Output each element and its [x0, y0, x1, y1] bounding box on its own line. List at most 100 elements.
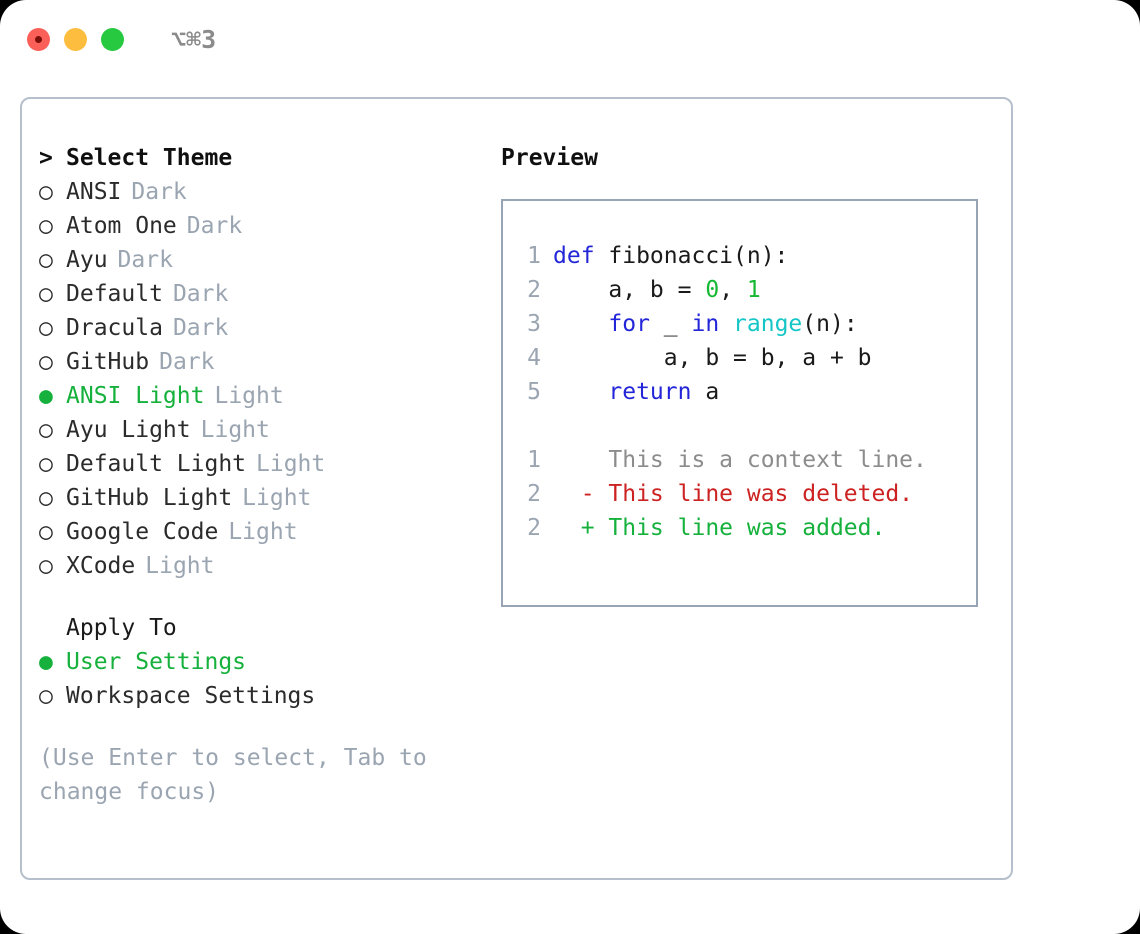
radio-unselected-icon[interactable]: ○	[39, 519, 53, 545]
theme-list-item[interactable]: ○ Default Dark	[39, 277, 489, 311]
theme-kind-badge: Dark	[159, 349, 215, 375]
code-token	[553, 311, 608, 337]
diff-line: 2 + This line was added.	[517, 511, 970, 545]
radio-unselected-icon[interactable]: ○	[39, 281, 53, 307]
code-token	[719, 311, 733, 337]
line-number: 1	[527, 447, 541, 473]
theme-name-label: ANSI	[66, 179, 122, 205]
theme-list-item[interactable]: ○ Atom One Dark	[39, 209, 489, 243]
close-button[interactable]	[27, 27, 50, 51]
line-number: 2	[527, 515, 541, 541]
line-number: 5	[527, 379, 541, 405]
diff-line-text: This is a context line.	[553, 447, 927, 473]
code-token: 1	[746, 277, 761, 303]
code-token: range	[733, 311, 803, 337]
code-token: 0	[705, 277, 720, 303]
diff-line: 2 - This line was deleted.	[517, 477, 970, 511]
code-token: for	[608, 311, 650, 337]
radio-unselected-icon[interactable]: ○	[39, 485, 53, 511]
code-line: 5 return a	[517, 375, 970, 409]
code-line: 2 a, b = 0, 1	[517, 273, 970, 307]
radio-unselected-icon[interactable]: ○	[39, 417, 53, 443]
apply-to-option[interactable]: ○ Workspace Settings	[39, 679, 489, 713]
maximize-button[interactable]	[101, 27, 124, 51]
line-number: 2	[527, 481, 541, 507]
code-token: a, b = b, a + b	[553, 345, 872, 371]
theme-name-label: XCode	[66, 553, 136, 579]
theme-name-label: Default Light	[66, 451, 247, 477]
diff-line-text: + This line was added.	[553, 515, 886, 541]
theme-list-item[interactable]: ○ Ayu Light Light	[39, 413, 489, 447]
theme-kind-badge: Dark	[172, 281, 229, 307]
code-line: 3 for _ in range(n):	[517, 307, 970, 341]
theme-list-item[interactable]: ○ Default Light Light	[39, 447, 489, 481]
caret-icon: >	[39, 145, 53, 171]
radio-unselected-icon[interactable]: ○	[39, 247, 53, 273]
diff-line: 1 This is a context line.	[517, 443, 970, 477]
theme-kind-badge: Light	[214, 383, 284, 409]
code-token: a	[691, 379, 720, 405]
line-number: 4	[527, 345, 541, 371]
theme-name-label: Atom One	[66, 213, 177, 239]
theme-kind-badge: Dark	[117, 247, 173, 273]
preview-heading: Preview	[501, 145, 598, 171]
theme-kind-badge: Light	[200, 417, 270, 443]
theme-kind-badge: Dark	[172, 315, 229, 341]
theme-kind-badge: Light	[256, 451, 326, 477]
code-token: in	[691, 311, 720, 337]
minimize-button[interactable]	[64, 27, 87, 51]
traffic-light-group	[27, 27, 124, 51]
theme-list-item[interactable]: ● ANSI Light Light	[39, 379, 489, 413]
window-titlebar: ⌥⌘3	[0, 0, 1140, 78]
radio-unselected-icon[interactable]: ○	[39, 349, 53, 375]
code-line: 4 a, b = b, a + b	[517, 341, 970, 375]
radio-unselected-icon[interactable]: ○	[39, 213, 53, 239]
theme-name-label: Ayu Light	[66, 417, 191, 443]
radio-unselected-icon[interactable]: ○	[39, 553, 53, 579]
radio-unselected-icon[interactable]: ○	[39, 179, 53, 205]
apply-to-option[interactable]: ● User Settings	[39, 645, 489, 679]
apply-to-option-label: Workspace Settings	[66, 683, 316, 709]
keyboard-hint-text: (Use Enter to select, Tab to change focu…	[39, 745, 441, 805]
code-token: return	[608, 379, 692, 405]
section-spacer	[39, 583, 489, 611]
radio-selected-icon[interactable]: ●	[39, 383, 53, 409]
theme-name-label: GitHub	[66, 349, 150, 375]
code-token: a, b =	[553, 277, 706, 303]
radio-unselected-icon[interactable]: ○	[39, 451, 53, 477]
theme-list-item[interactable]: ○ ANSI Dark	[39, 175, 489, 209]
theme-kind-badge: Dark	[186, 213, 243, 239]
theme-list-item[interactable]: ○ Ayu Dark	[39, 243, 489, 277]
radio-selected-icon[interactable]: ●	[39, 649, 53, 675]
keyboard-shortcut-label: ⌥⌘3	[171, 24, 217, 54]
apply-to-heading: Apply To	[66, 615, 177, 641]
diff-line-list: 1 This is a context line.2 - This line w…	[517, 443, 970, 545]
line-number: 1	[527, 243, 541, 269]
theme-list-item[interactable]: ○ GitHub Dark	[39, 345, 489, 379]
line-number: 2	[527, 277, 541, 303]
theme-name-label: GitHub Light	[66, 485, 233, 511]
code-token: _	[649, 311, 692, 337]
code-token: fibonacci(n):	[594, 243, 789, 269]
radio-unselected-icon[interactable]: ○	[39, 683, 53, 709]
diff-line-text: - This line was deleted.	[553, 481, 914, 507]
code-token: ,	[719, 277, 747, 303]
theme-name-label: Ayu	[66, 247, 108, 273]
radio-unselected-icon[interactable]: ○	[39, 315, 53, 341]
theme-name-label: Default	[66, 281, 163, 307]
apply-to-option-list: ● User Settings ○ Workspace Settings	[39, 645, 489, 713]
select-theme-heading: > Select Theme	[39, 141, 489, 175]
apply-to-option-label: User Settings	[66, 649, 247, 675]
theme-kind-badge: Dark	[131, 179, 187, 205]
theme-name-label: ANSI Light	[66, 383, 205, 409]
